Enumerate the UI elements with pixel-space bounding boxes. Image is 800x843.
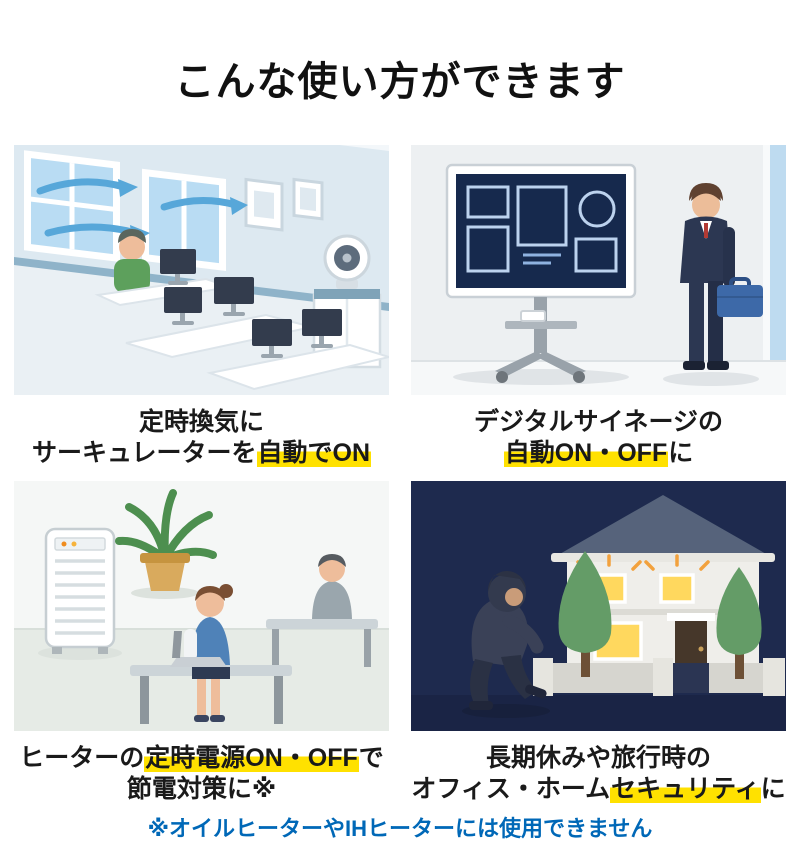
usecase-caption-ventilation: 定時換気に サーキュレーターを自動でON: [14, 407, 389, 469]
heater: [38, 527, 122, 660]
scene-signage: [411, 144, 786, 395]
caption-text: 定時換気に: [138, 407, 264, 436]
caption-text-highlighted: 定時電源ON・OFF: [144, 743, 359, 772]
caption-text-highlighted: 自動でON: [256, 438, 372, 467]
scene-heater: [14, 480, 389, 731]
digital-signage-display: [445, 163, 637, 299]
laptop: [170, 630, 227, 667]
usecase-grid: 定時換気に サーキュレーターを自動でON: [0, 144, 800, 805]
caption-line: 自動ON・OFFに: [411, 438, 786, 469]
usecase-ventilation: 定時換気に サーキュレーターを自動でON: [14, 144, 389, 469]
display-stand: [495, 296, 586, 383]
monitor: [214, 276, 254, 316]
page: こんな使い方ができます: [0, 27, 800, 841]
usecase-heater: ヒーターの定時電源ON・OFFで 節電対策に※: [14, 480, 389, 805]
usecase-caption-heater: ヒーターの定時電源ON・OFFで 節電対策に※: [14, 743, 389, 805]
burglar: [462, 570, 550, 718]
monitor: [252, 318, 292, 358]
office-worker: [114, 228, 150, 293]
signage-illustration: [411, 144, 786, 395]
usecase-caption-signage: デジタルサイネージの 自動ON・OFFに: [411, 407, 786, 469]
potted-plant: [115, 488, 217, 599]
usecase-security: 長期休みや旅行時の オフィス・ホームセキュリティに: [411, 480, 786, 805]
caption-text: 長期休みや旅行時の: [485, 743, 711, 772]
usecase-signage: デジタルサイネージの 自動ON・OFFに: [411, 144, 786, 469]
monitor: [164, 286, 202, 325]
ventilation-illustration: [14, 144, 389, 395]
window-strip: [768, 144, 786, 395]
footnote: ※オイルヒーターやIHヒーターには使用できません: [147, 815, 653, 841]
caption-text: デジタルサイネージの: [473, 407, 723, 436]
caption-text: オフィス・ホーム: [411, 774, 611, 803]
waiting-person: [266, 553, 378, 667]
circulator-fan: [323, 234, 371, 289]
woman-with-laptop: [130, 583, 292, 724]
desks-with-monitors: [125, 276, 389, 390]
security-illustration: [411, 480, 786, 731]
caption-text: ヒーターの: [19, 743, 145, 772]
caption-line: 長期休みや旅行時の: [411, 743, 786, 774]
caption-text: サーキュレーターを: [31, 438, 257, 467]
caption-line: 節電対策に※: [14, 774, 389, 805]
heater-illustration: [14, 480, 389, 731]
wall-art-frames: [244, 177, 324, 232]
caption-text: に: [668, 438, 694, 467]
monitor: [160, 248, 196, 285]
tree: [716, 566, 762, 679]
scene-security: [411, 480, 786, 731]
window: [24, 150, 120, 262]
front-wall: [533, 657, 785, 696]
page-title: こんな使い方ができます: [174, 59, 626, 104]
caption-text-highlighted: セキュリティ: [610, 774, 761, 803]
caption-line: オフィス・ホームセキュリティに: [411, 774, 786, 805]
monitor: [302, 308, 342, 348]
caption-line: サーキュレーターを自動でON: [14, 438, 389, 469]
caption-line: デジタルサイネージの: [411, 407, 786, 438]
usecase-caption-security: 長期休みや旅行時の オフィス・ホームセキュリティに: [411, 743, 786, 805]
caption-text: で: [358, 743, 384, 772]
caption-text: に: [760, 774, 786, 803]
briefcase: [717, 276, 763, 317]
caption-text-highlighted: 自動ON・OFF: [503, 438, 669, 467]
caption-line: 定時換気に: [14, 407, 389, 438]
businessman: [680, 182, 763, 370]
caption-text: 節電対策に※: [126, 774, 277, 803]
caption-line: ヒーターの定時電源ON・OFFで: [14, 743, 389, 774]
scene-ventilation: [14, 144, 389, 395]
tree: [558, 550, 612, 677]
